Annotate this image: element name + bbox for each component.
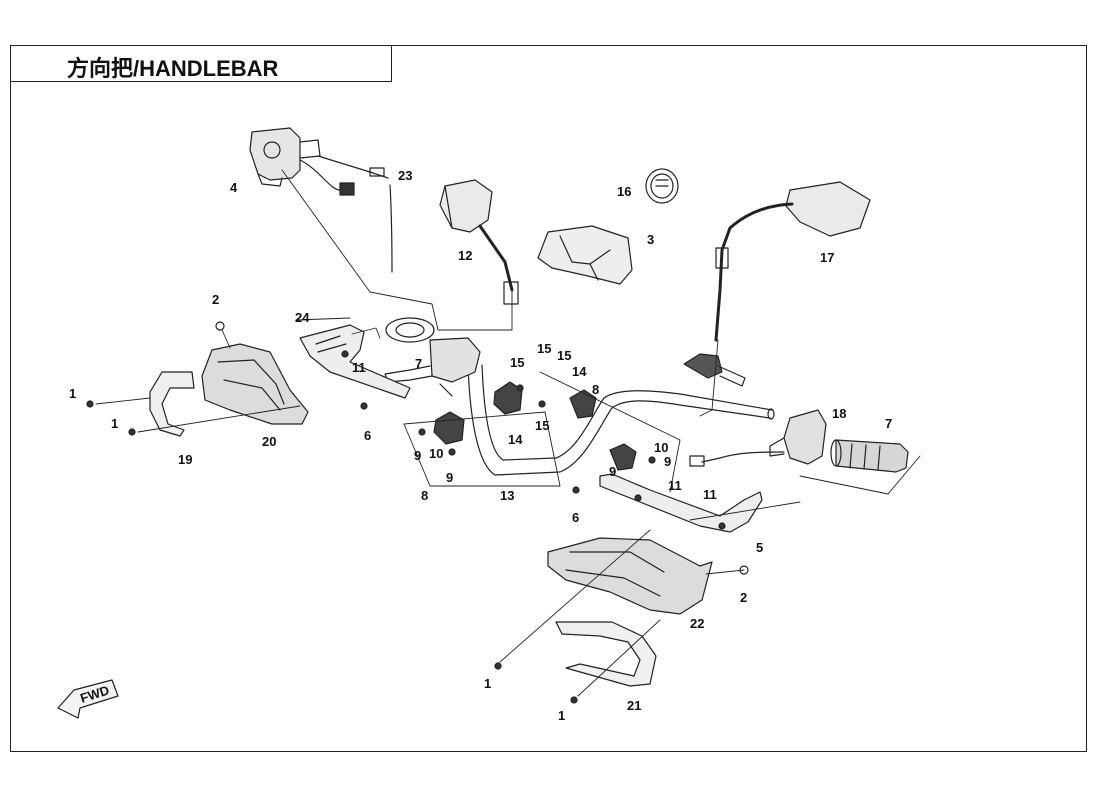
callout-11: 11: [703, 487, 717, 502]
brake-lever: [683, 353, 746, 387]
right-grip: [830, 439, 909, 473]
right-guard-insert: [555, 621, 657, 687]
callout-6: 6: [364, 428, 371, 443]
callout-2: 2: [740, 590, 747, 605]
callout-19: 19: [178, 452, 192, 467]
callout-9: 9: [446, 470, 453, 485]
right-switch-housing: [769, 409, 827, 465]
callout-24: 24: [295, 310, 310, 325]
right-mirror: [714, 181, 871, 342]
handguard-bracket-left: [299, 324, 411, 399]
diagram-frame: [10, 45, 1087, 752]
callout-20: 20: [262, 434, 276, 449]
page-title: 方向把/HANDLEBAR: [67, 56, 279, 81]
callout-8: 8: [421, 488, 428, 503]
left-handguard: [201, 343, 309, 425]
callout-15: 15: [537, 341, 551, 356]
callout-22: 22: [690, 616, 704, 631]
callout-1: 1: [111, 416, 118, 431]
left-guard-insert: [149, 371, 195, 437]
callout-10: 10: [654, 440, 668, 455]
callout-18: 18: [832, 406, 846, 421]
clamp-parts-left: [433, 381, 637, 471]
callout-23: 23: [398, 168, 412, 183]
callout-3: 3: [647, 232, 654, 247]
callout-8: 8: [592, 382, 599, 397]
callout-9: 9: [414, 448, 421, 463]
callout-4: 4: [230, 180, 238, 195]
callout-7: 7: [415, 356, 422, 371]
handguard-bracket-right: [599, 473, 763, 533]
callout-10: 10: [429, 446, 443, 461]
callout-1: 1: [484, 676, 491, 691]
callout-14: 14: [508, 432, 523, 447]
left-switch-housing: [249, 127, 355, 196]
title-box: 方向把/HANDLEBAR: [10, 45, 392, 82]
callout-15: 15: [557, 348, 571, 363]
left-mirror: [439, 179, 519, 305]
callout-7: 7: [885, 416, 892, 431]
callout-11: 11: [352, 360, 366, 375]
leader-lines: [95, 169, 921, 697]
callout-14: 14: [572, 364, 587, 379]
callout-15: 15: [510, 355, 524, 370]
throttle-cable: [689, 451, 785, 467]
right-handguard: [547, 537, 713, 615]
callout-9: 9: [664, 454, 671, 469]
callout-12: 12: [458, 248, 472, 263]
part-callouts: 1 1 1 1 2 2 3 4 5 6 6 7 7 8 8 9 9 9 9 10…: [69, 168, 892, 723]
fasteners: [86, 321, 749, 704]
callout-1: 1: [69, 386, 76, 401]
callout-2: 2: [212, 292, 219, 307]
callout-9: 9: [609, 464, 616, 479]
callout-13: 13: [500, 488, 514, 503]
handlebar-tube: [467, 364, 775, 476]
emblem: [645, 168, 679, 204]
clutch-cable: [317, 155, 393, 273]
callout-11: 11: [668, 478, 682, 493]
callout-6: 6: [572, 510, 579, 525]
callout-1: 1: [558, 708, 565, 723]
fwd-arrow-icon: [57, 679, 119, 719]
callout-21: 21: [627, 698, 641, 713]
top-cover: [537, 225, 633, 285]
callout-17: 17: [820, 250, 834, 265]
callout-5: 5: [756, 540, 763, 555]
callout-16: 16: [617, 184, 631, 199]
callout-15: 15: [535, 418, 549, 433]
